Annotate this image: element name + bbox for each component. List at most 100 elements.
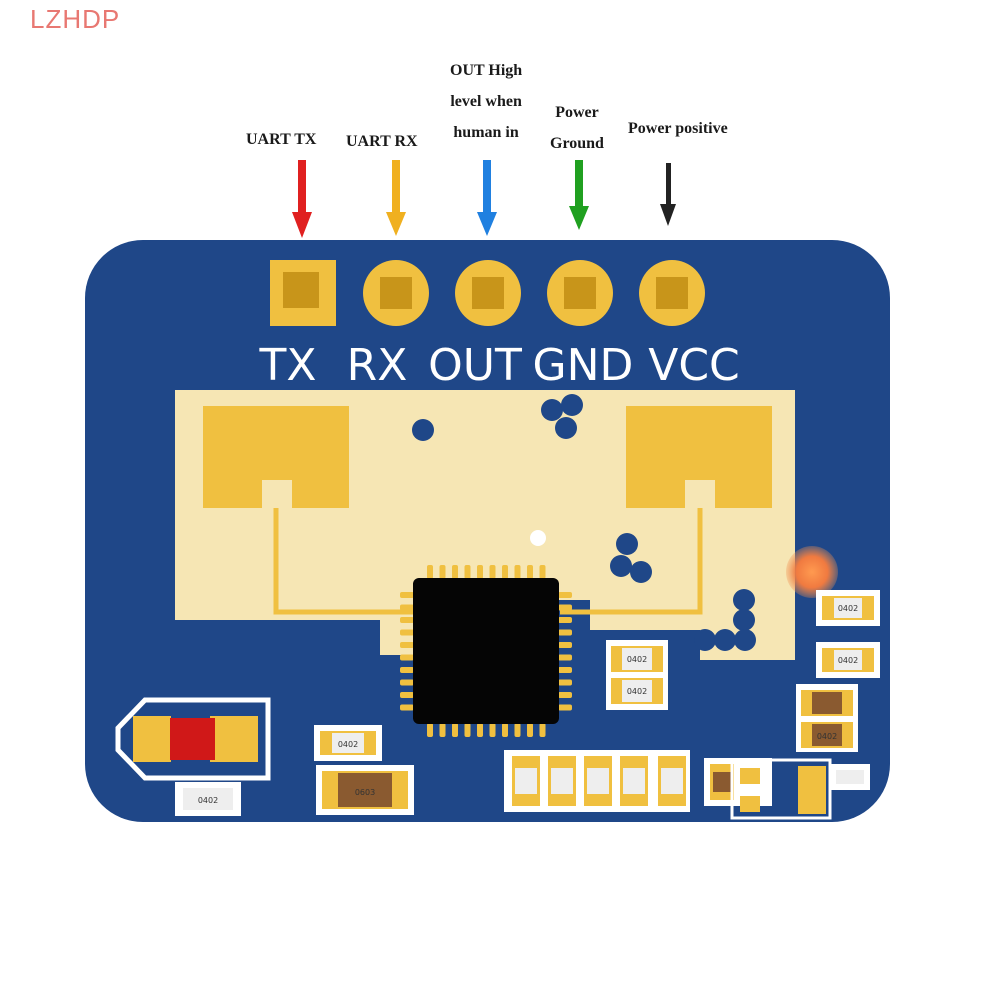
via xyxy=(733,609,755,631)
component-body xyxy=(622,648,652,670)
arrow-out xyxy=(477,160,497,236)
ic-pin xyxy=(502,565,508,579)
component-body xyxy=(622,680,652,702)
callout-line: Power positive xyxy=(628,120,728,137)
ic-pin xyxy=(400,604,414,611)
ic-pin xyxy=(464,723,471,737)
ic-pin xyxy=(558,617,572,623)
smd-component-3: 0603 xyxy=(316,765,414,815)
component-body xyxy=(332,733,364,753)
ic-pin xyxy=(439,565,446,579)
pin-pad-gnd-inner xyxy=(564,277,596,309)
pin-label-rx: RX xyxy=(347,340,408,391)
pin-label-vcc: VCC xyxy=(648,340,740,391)
pin-header xyxy=(270,260,705,326)
arrow-tx xyxy=(292,160,312,238)
ic-pin xyxy=(427,565,433,579)
component-column-right: 0402 0402 0402 xyxy=(796,590,880,752)
resistor-body xyxy=(515,768,537,794)
resistor-body xyxy=(623,768,645,794)
ic-pin xyxy=(464,565,471,579)
resistor-body xyxy=(661,768,683,794)
component-body xyxy=(812,724,842,746)
component-code: 0402 xyxy=(338,740,358,749)
ic-pin xyxy=(527,723,533,737)
smd-component-2: 0402 xyxy=(314,725,382,761)
via xyxy=(734,629,756,651)
via xyxy=(714,629,736,651)
ic-pin xyxy=(400,692,414,698)
ic-pin xyxy=(477,723,483,737)
ic-pin xyxy=(514,723,521,737)
component-body xyxy=(338,773,392,807)
regulator-tab xyxy=(798,766,826,814)
callout-power-positive: Power positive xyxy=(628,113,728,144)
brand-watermark: LZHDP xyxy=(30,4,121,34)
antenna-patch-right-slot xyxy=(685,480,715,510)
component-body xyxy=(834,650,862,670)
regulator-pad xyxy=(740,768,760,784)
ic-pin xyxy=(558,592,572,598)
ic-pin xyxy=(400,617,414,623)
smd-component-1: 0402 xyxy=(175,782,241,816)
component-body xyxy=(183,788,233,810)
led-component xyxy=(115,697,271,781)
callout-line: human in xyxy=(453,124,519,141)
pin-pad-vcc-inner xyxy=(656,277,688,309)
capacitor-pair-center: 0402 0402 xyxy=(606,640,668,710)
resistor-row xyxy=(504,750,690,812)
component-body xyxy=(713,772,731,792)
arrow-gnd xyxy=(569,160,589,230)
ic-pin xyxy=(558,654,572,661)
component-body xyxy=(836,770,864,784)
component-code: 0402 xyxy=(838,604,858,613)
via xyxy=(630,561,652,583)
antenna-feed-traces xyxy=(273,508,703,615)
regulator-pad xyxy=(740,796,760,812)
component-code: 0402 xyxy=(838,656,858,665)
component-code: 0402 xyxy=(198,796,218,805)
ic-pin xyxy=(558,692,572,698)
arrow-rx xyxy=(386,160,406,236)
ic-pin xyxy=(427,723,433,737)
ic-pin xyxy=(400,592,414,598)
component-body xyxy=(812,692,842,714)
pin-pad-out-inner xyxy=(472,277,504,309)
via xyxy=(733,589,755,611)
callout-line: UART RX xyxy=(346,133,418,150)
via xyxy=(555,417,577,439)
component-code: 0402 xyxy=(627,655,647,664)
feed-trace-right xyxy=(560,508,703,615)
pin-label-out: OUT xyxy=(428,340,522,391)
pin-pad-rx-inner xyxy=(380,277,412,309)
regulator-area xyxy=(704,758,870,820)
component-code: 0603 xyxy=(355,788,375,797)
ic-pins xyxy=(400,565,572,737)
radar-ic xyxy=(400,530,572,737)
ic-pin xyxy=(489,723,496,737)
ic-pin xyxy=(400,629,414,636)
ic-pin xyxy=(477,565,483,579)
ic-pin xyxy=(489,565,496,579)
callout-line: Ground xyxy=(550,135,604,152)
callout-line: level when xyxy=(450,93,522,110)
callout-out-pin: OUT High level when human in xyxy=(450,55,522,148)
callout-line: OUT High xyxy=(450,62,523,79)
resistor-body xyxy=(587,768,609,794)
via xyxy=(412,419,434,441)
ic-pin xyxy=(514,565,521,579)
via xyxy=(616,533,638,555)
callout-uart-tx: UART TX xyxy=(246,124,316,155)
led-silkscreen xyxy=(115,697,271,781)
ic-pin xyxy=(558,604,572,611)
ic-pin xyxy=(400,654,414,661)
component-body xyxy=(834,598,862,618)
ic-pin xyxy=(400,667,414,673)
pin-label-tx: TX xyxy=(258,340,316,391)
led-pad-left xyxy=(133,716,171,762)
via xyxy=(561,394,583,416)
pin-arrows xyxy=(292,160,676,238)
ic-pin xyxy=(400,679,414,686)
ic-pin xyxy=(502,723,508,737)
ic-pin xyxy=(539,723,546,737)
